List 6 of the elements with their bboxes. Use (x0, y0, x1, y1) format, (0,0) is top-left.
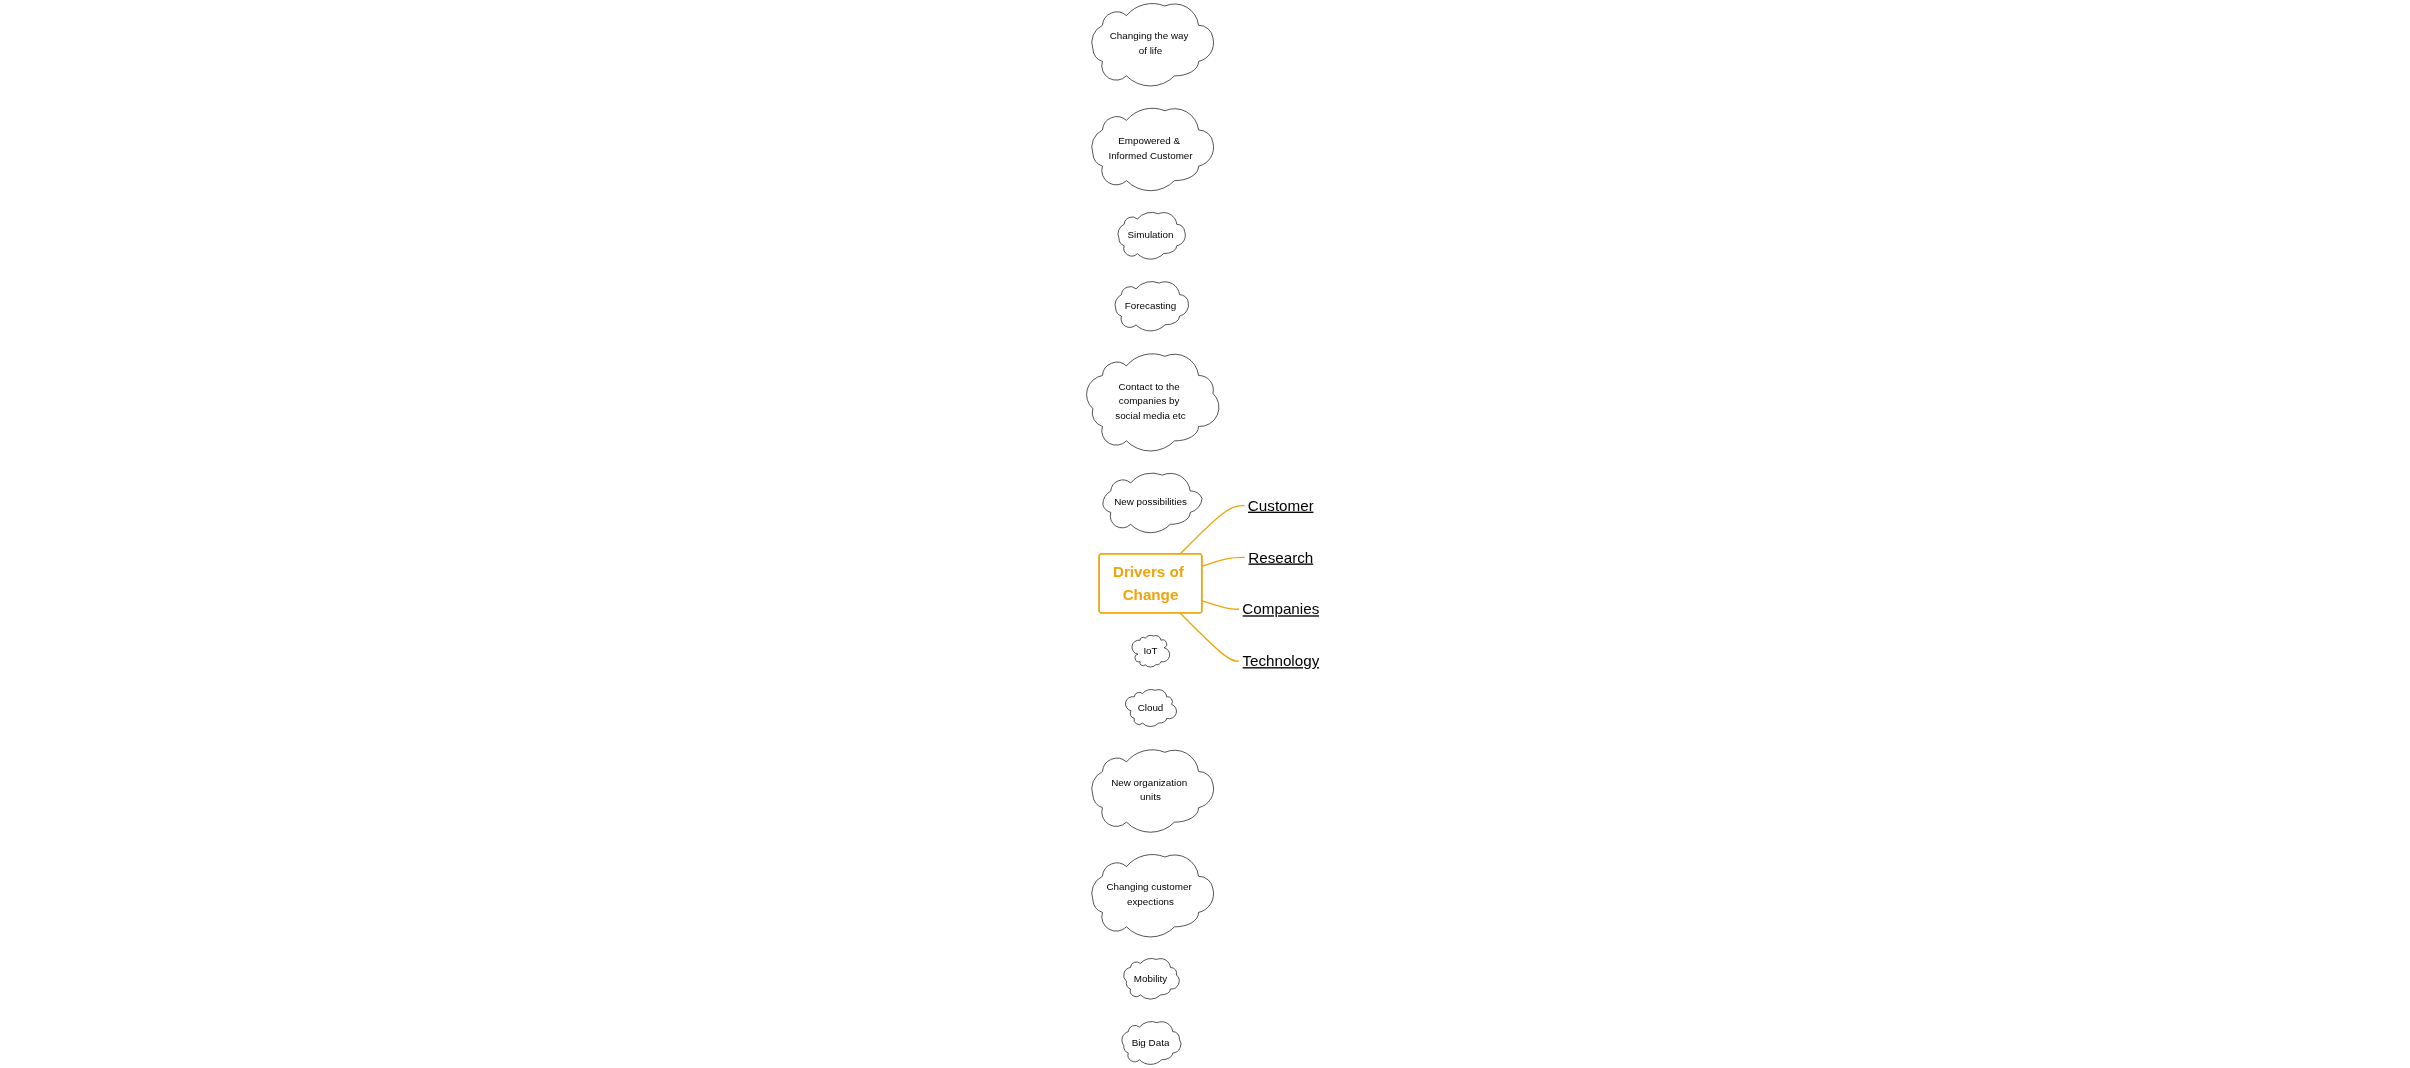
node-text: Technology (1242, 652, 1320, 670)
node-text: Companies (1242, 600, 1320, 618)
node-text: Customer (1248, 496, 1315, 514)
connector (1179, 612, 1241, 662)
node-text: Research (1248, 548, 1314, 566)
connector (1179, 504, 1246, 555)
